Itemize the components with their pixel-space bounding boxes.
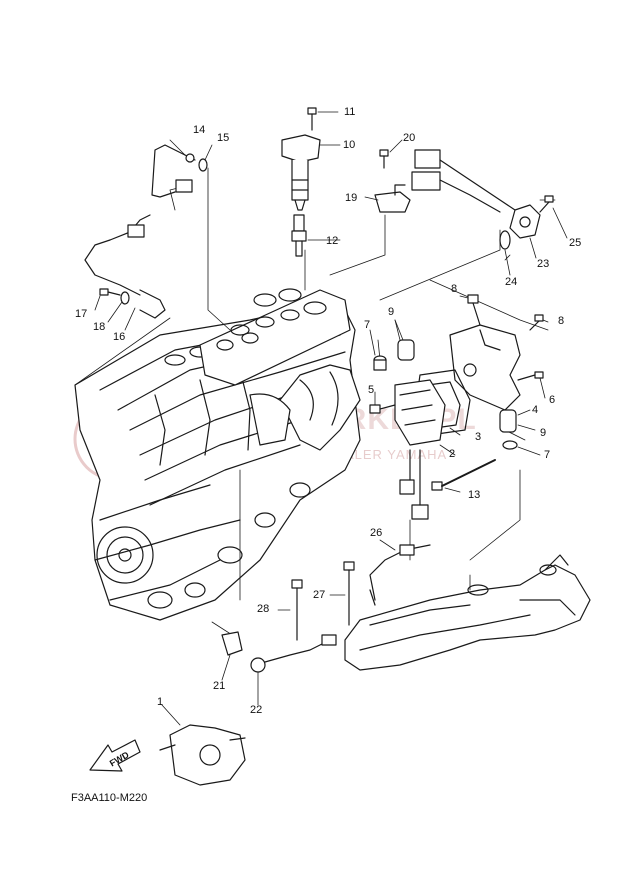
part-7-lower-collar	[502, 440, 518, 450]
part-6-bolt	[517, 371, 544, 381]
part-9-lower-damper	[499, 409, 517, 433]
callout-21: 21	[213, 680, 226, 692]
callout-24: 24	[505, 276, 518, 288]
exhaust-manifold	[344, 554, 591, 671]
callout-12: 12	[326, 235, 339, 247]
callout-7-lower: 7	[544, 449, 551, 461]
callout-16: 16	[113, 331, 126, 343]
callout-19: 19	[345, 192, 358, 204]
part-24-oring	[499, 230, 511, 250]
callout-5: 5	[368, 384, 375, 396]
part-8-upper-bolt	[467, 294, 481, 326]
cylinder-head	[199, 288, 351, 386]
callout-6: 6	[549, 394, 556, 406]
part-2-control-unit	[394, 379, 446, 446]
callout-10: 10	[343, 139, 356, 151]
part-17-bolt	[99, 288, 121, 296]
part-7-upper-collar	[373, 355, 387, 371]
part-1-throttle-assembly	[159, 724, 246, 786]
callout-8-upper: 8	[451, 283, 458, 295]
part-4-throttle-body	[449, 324, 521, 411]
part-9-upper-damper	[397, 339, 415, 361]
callout-8-right: 8	[558, 315, 565, 327]
callout-27: 27	[313, 589, 326, 601]
part-22-sensor	[250, 634, 337, 673]
callout-14: 14	[193, 124, 206, 136]
callout-3: 3	[475, 431, 482, 443]
part-5-bolt	[369, 404, 396, 414]
part-11-bolt	[307, 107, 317, 131]
callout-leaders	[94, 111, 568, 726]
callout-1: 1	[157, 696, 164, 708]
callout-20: 20	[403, 132, 416, 144]
intake-manifold	[249, 364, 361, 451]
part-16-sensor	[84, 214, 166, 319]
callout-18: 18	[93, 321, 106, 333]
callout-11: 11	[344, 106, 356, 118]
callout-2: 2	[449, 448, 456, 460]
part-20-bolt	[379, 149, 389, 169]
ecu-connector	[399, 449, 429, 520]
callout-25: 25	[569, 237, 582, 249]
callout-28: 28	[257, 603, 270, 615]
callout-26: 26	[370, 527, 383, 539]
callout-22: 22	[250, 704, 263, 716]
part-19-sensor	[374, 184, 411, 213]
part-21-sensor	[221, 631, 243, 656]
part-27-cable-tie	[343, 561, 355, 626]
callout-23: 23	[537, 258, 550, 270]
part-10-ignition-coil	[281, 134, 321, 211]
callout-9-lower: 9	[540, 427, 547, 439]
callout-4: 4	[532, 404, 539, 416]
callout-9-upper: 9	[388, 306, 395, 318]
part-25-bolt	[539, 195, 554, 213]
callout-7-upper: 7	[364, 319, 371, 331]
part-28-cable-tie	[291, 579, 303, 641]
part-26-sensor	[369, 544, 431, 606]
part-13-long-bolt	[431, 459, 496, 491]
part-23-sensor	[509, 204, 541, 239]
part-12-spark-plug	[291, 214, 307, 257]
callout-15: 15	[217, 132, 230, 144]
diagram-code: F3AA110-M220	[71, 792, 148, 804]
part-15-washer	[198, 158, 208, 172]
part-14-sensor	[151, 144, 196, 198]
callout-13: 13	[468, 489, 481, 501]
harness-connectors	[411, 149, 516, 213]
fwd-arrow-icon	[89, 739, 141, 772]
callout-17: 17	[75, 308, 88, 320]
part-8-right-bolt	[529, 314, 544, 331]
part-18-oring	[120, 291, 130, 305]
